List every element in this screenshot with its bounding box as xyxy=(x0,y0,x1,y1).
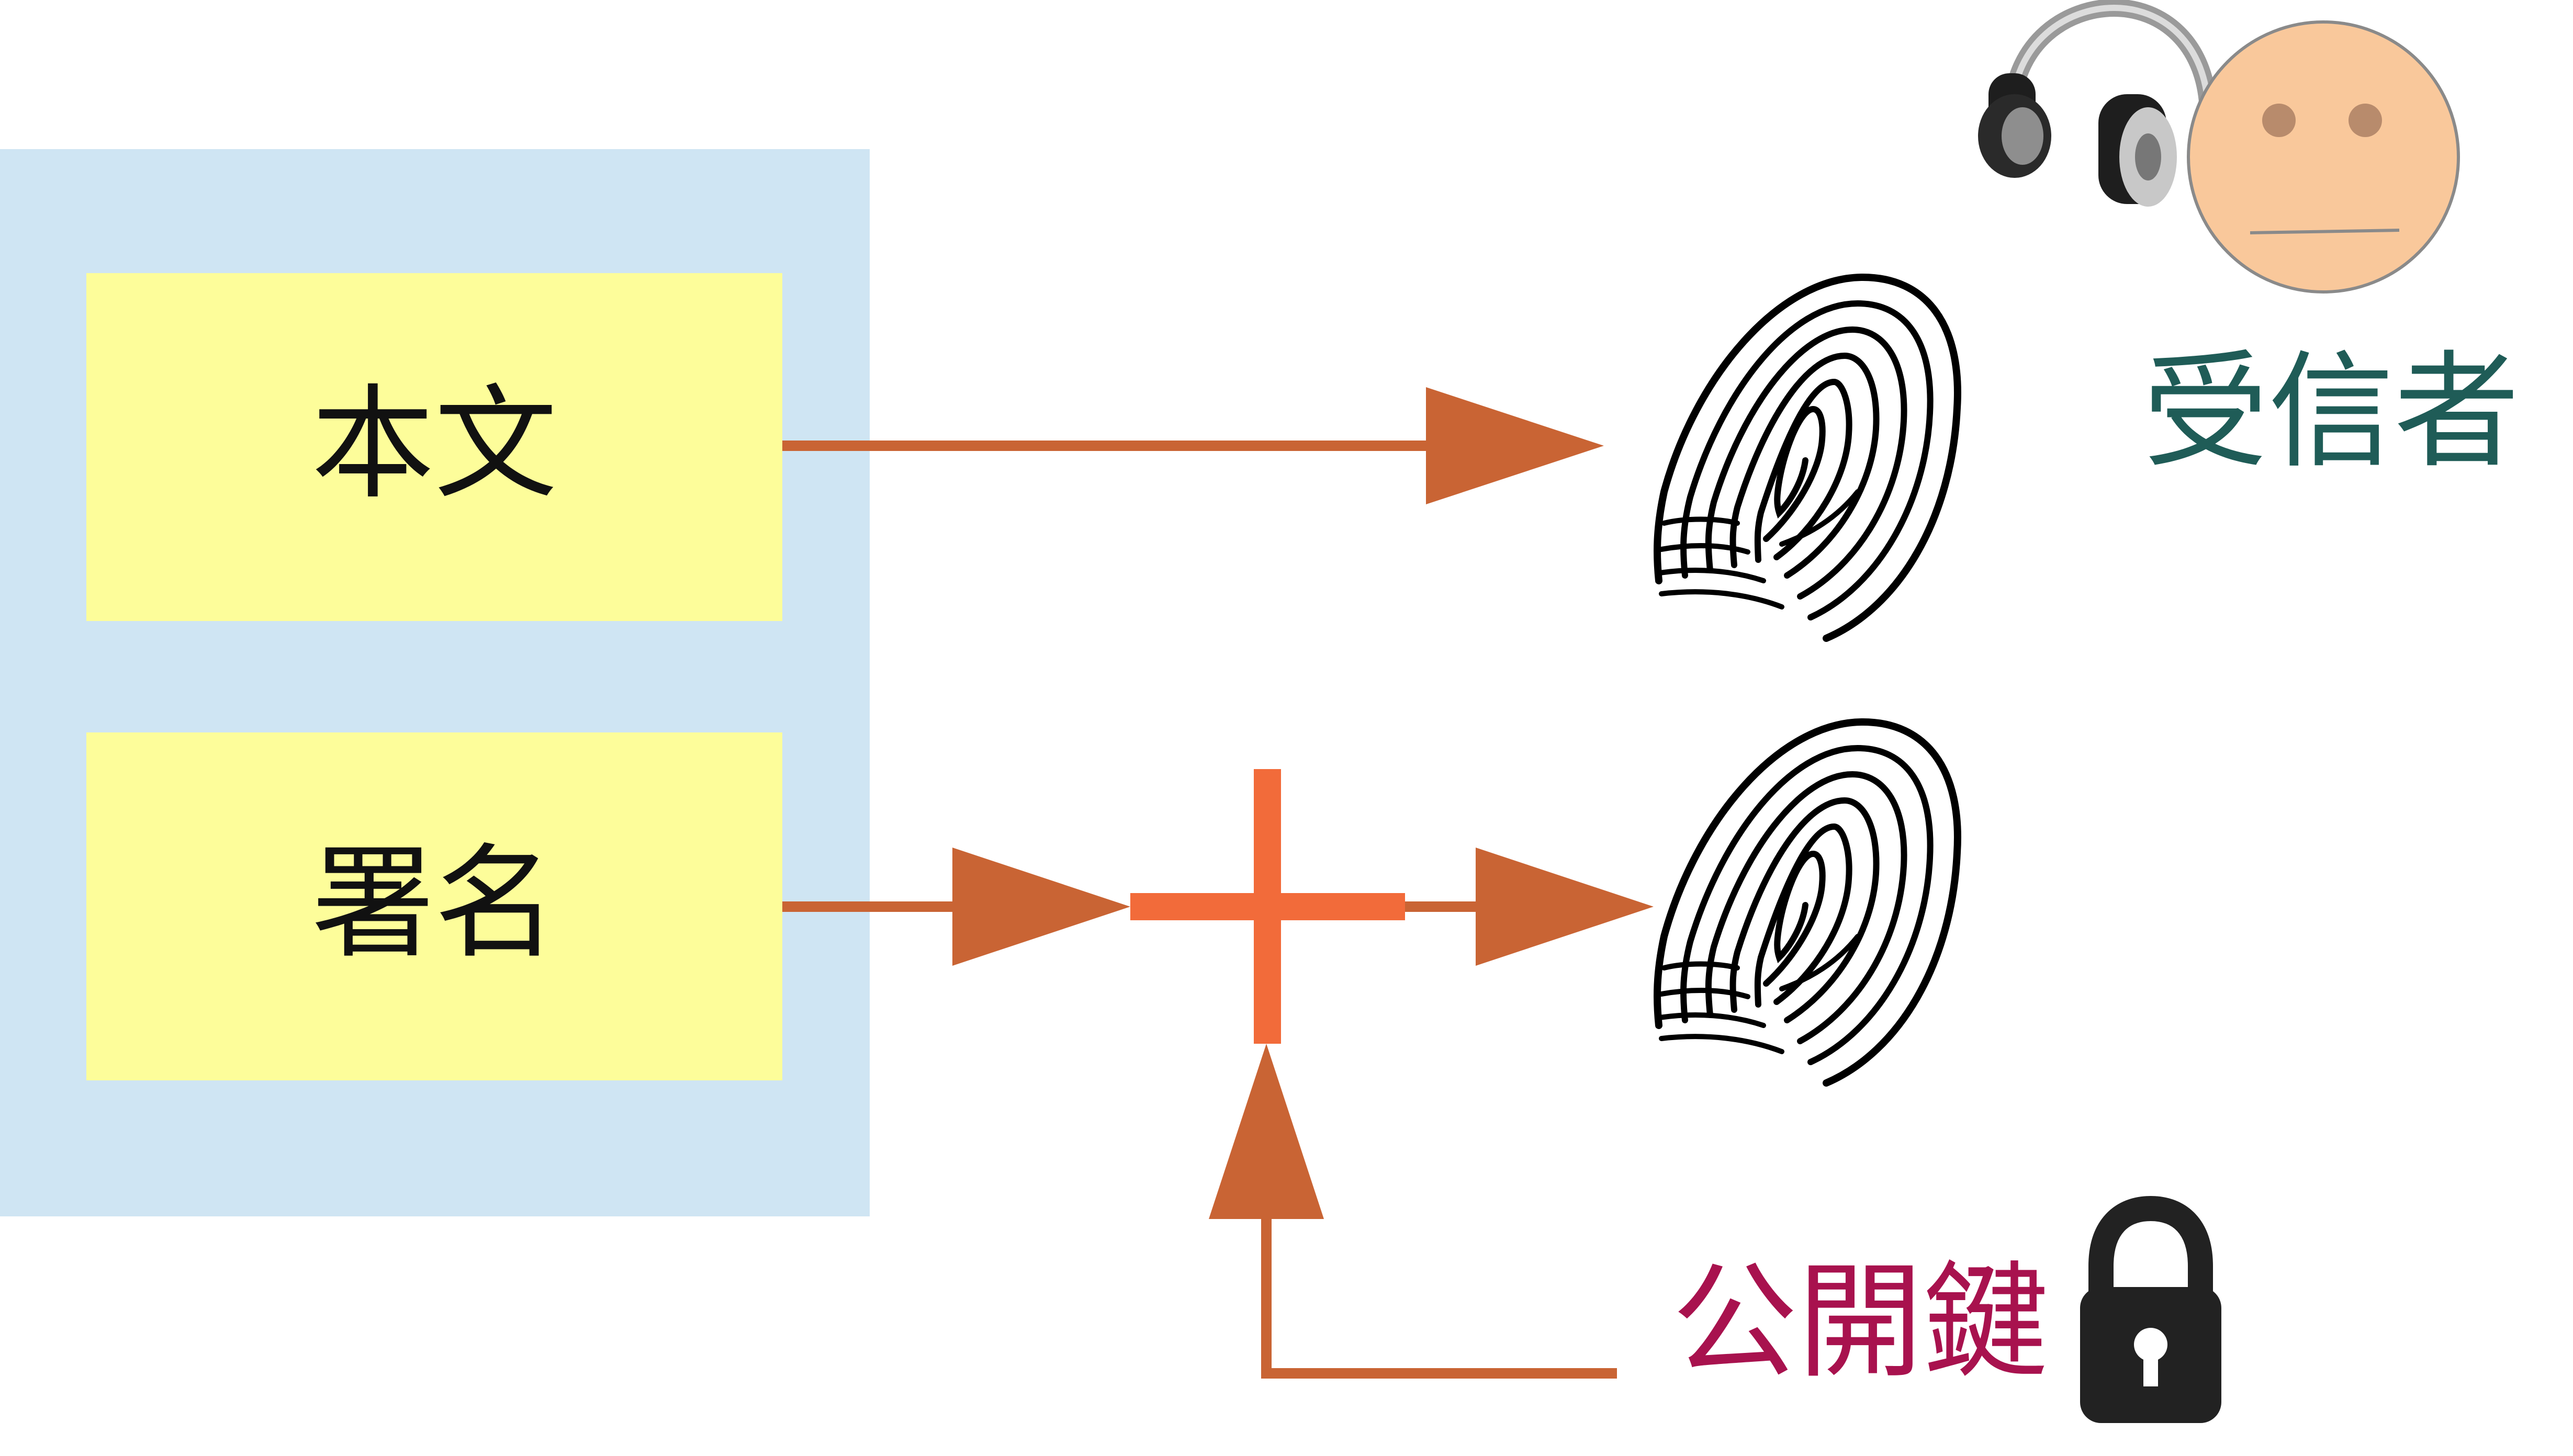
body-box xyxy=(86,273,782,621)
face-icon xyxy=(2187,20,2460,294)
decrypted-hash-arrow xyxy=(1405,848,1654,966)
signature-label: 署名 xyxy=(311,832,557,975)
plus-icon xyxy=(1130,769,1405,1044)
signature-box xyxy=(86,732,782,1080)
signature-arrow xyxy=(782,848,1130,966)
public-key-arrow xyxy=(1209,1044,1617,1379)
receiver-label: 受信者 xyxy=(2143,338,2520,485)
body-label: 本文 xyxy=(311,373,557,516)
body-hash-arrow xyxy=(782,387,1604,504)
public-key-label: 公開鍵 xyxy=(1672,1249,2049,1395)
signature-fingerprint-icon xyxy=(1657,722,1958,1083)
padlock-icon xyxy=(2080,1195,2221,1423)
body-fingerprint-icon xyxy=(1657,277,1958,638)
headphones-icon xyxy=(1978,0,2217,207)
